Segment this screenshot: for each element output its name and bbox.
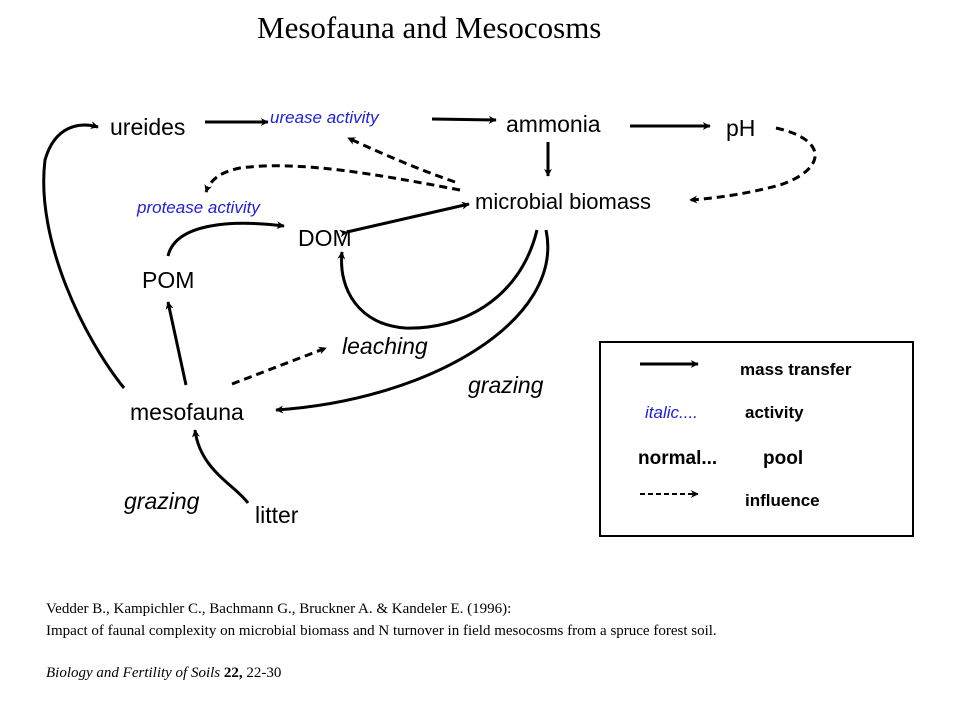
legend-italic-sample: italic.... <box>645 403 698 422</box>
arrow-litter-to-mesofauna <box>191 429 250 504</box>
legend-influence: influence <box>745 491 820 510</box>
node-mesofauna: mesofauna <box>130 399 244 425</box>
node-ureides: ureides <box>110 114 186 140</box>
legend-normal-sample: normal... <box>638 448 718 469</box>
influence-microbial-to-protease <box>204 164 461 193</box>
arrow-mesofauna-to-ureides <box>42 121 126 389</box>
influence-microbial-to-urease <box>347 136 456 184</box>
page-title: Mesofauna and Mesocosms <box>257 10 602 45</box>
arrow-urease-to-ammonia <box>431 115 497 124</box>
node-microbial-biomass: microbial biomass <box>475 189 652 214</box>
node-pom: POM <box>142 267 195 293</box>
legend-mass-transfer: mass transfer <box>740 360 852 379</box>
legend-pool: pool <box>763 448 804 469</box>
activity-protease: protease activity <box>137 198 260 217</box>
node-ph: pH <box>726 115 756 141</box>
influence-ph-to-microbial <box>689 126 817 204</box>
arrow-pom-to-dom <box>166 221 285 257</box>
process-leaching: leaching <box>342 333 428 359</box>
arrow-microbial-dom-double <box>339 201 470 238</box>
reference-citation: Biology and Fertility of Soils 22, 22-30 <box>46 665 281 682</box>
reference-journal: Biology and Fertility of Soils <box>46 665 221 681</box>
node-litter: litter <box>255 502 299 528</box>
node-ammonia: ammonia <box>506 111 601 137</box>
arrow-mesofauna-to-pom <box>165 301 188 386</box>
influence-mesofauna-to-leaching <box>231 346 327 386</box>
activity-urease: urease activity <box>270 108 379 127</box>
process-grazing-microbial: grazing <box>468 372 544 398</box>
reference-title: Impact of faunal complexity on microbial… <box>46 623 717 639</box>
reference-volume: 22, <box>223 665 243 681</box>
reference-pages: 22-30 <box>246 665 282 681</box>
legend-box <box>599 341 914 537</box>
reference-authors: Vedder B., Kampichler C., Bachmann G., B… <box>46 601 512 617</box>
arrow-microbial-to-mesofauna-grazing <box>275 229 550 414</box>
node-dom: DOM <box>298 225 352 251</box>
process-grazing-litter: grazing <box>124 488 200 514</box>
arrow-microbial-to-dom-loop <box>337 229 539 330</box>
legend-activity: activity <box>745 403 804 422</box>
